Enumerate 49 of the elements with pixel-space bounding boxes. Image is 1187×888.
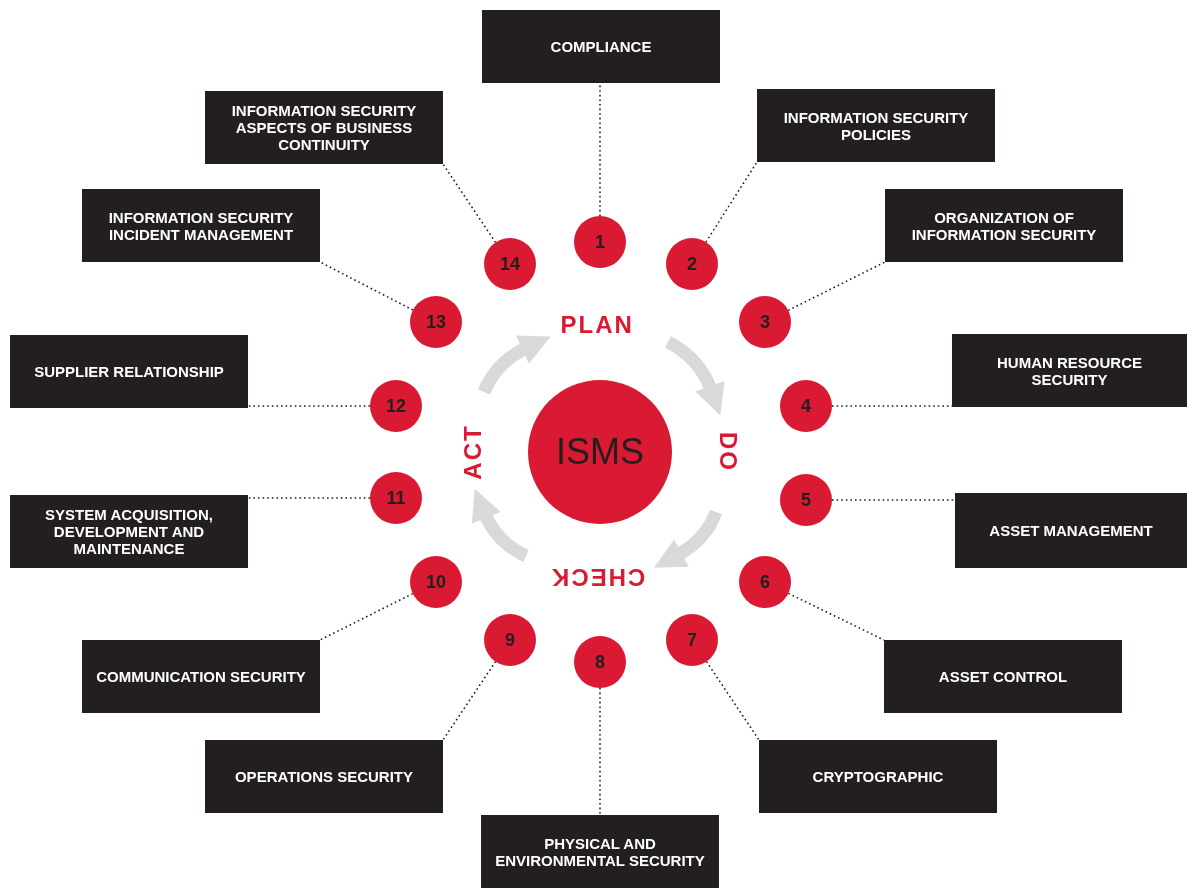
dotted-line [787,261,886,312]
number-circle: 4 [780,380,832,432]
dotted-line [442,660,497,741]
number-circle: 10 [410,556,462,608]
topic-box: INFORMATION SECURITY POLICIES [757,89,995,162]
topic-box: SYSTEM ACQUISITION, DEVELOPMENT AND MAINTENANCE [10,495,248,568]
number-circle: 9 [484,614,536,666]
dotted-line [705,660,760,741]
number-circle: 6 [739,556,791,608]
dotted-line [319,261,414,311]
cycle-arrow [478,335,551,395]
topic-box: ORGANIZATION OF INFORMATION SECURITY [885,189,1123,262]
dotted-line [599,687,601,816]
number-circle: 5 [780,474,832,526]
cycle-label: DO [714,432,742,472]
number-circle: 8 [574,636,626,688]
topic-box: PHYSICAL AND ENVIRONMENTAL SECURITY [481,815,719,888]
dotted-line [831,499,956,501]
dotted-line [247,497,371,499]
topic-box: OPERATIONS SECURITY [205,740,443,813]
dotted-line [705,161,758,243]
number-circle: 13 [410,296,462,348]
dotted-line [787,592,885,641]
cycle-label: ACT [458,424,487,480]
dotted-line [442,163,497,244]
topic-box: ASSET MANAGEMENT [955,493,1187,568]
topic-box: COMMUNICATION SECURITY [82,640,320,713]
number-circle: 11 [370,472,422,524]
cycle-label: CHECK [549,563,645,591]
number-circle: 12 [370,380,422,432]
topic-box: ASSET CONTROL [884,640,1122,713]
center-circle: ISMS [528,380,672,524]
topic-box: INFORMATION SECURITY ASPECTS OF BUSINESS CONTINUITY [205,91,443,164]
cycle-arrow [654,509,723,569]
number-circle: 3 [739,296,791,348]
number-circle: 7 [666,614,718,666]
dotted-line [247,405,371,407]
number-circle: 2 [666,238,718,290]
topic-box: CRYPTOGRAPHIC [759,740,997,813]
number-circle: 14 [484,238,536,290]
topic-box: SUPPLIER RELATIONSHIP [10,335,248,408]
cycle-label: PLAN [560,311,634,339]
dotted-line [319,592,414,641]
topic-box: COMPLIANCE [482,10,720,83]
cycle-arrow [664,336,725,416]
topic-box: INFORMATION SECURITY INCIDENT MANAGEMENT [82,189,320,262]
number-circle: 1 [574,216,626,268]
topic-box: HUMAN RESOURCE SECURITY [952,334,1187,407]
cycle-arrow [472,489,529,562]
